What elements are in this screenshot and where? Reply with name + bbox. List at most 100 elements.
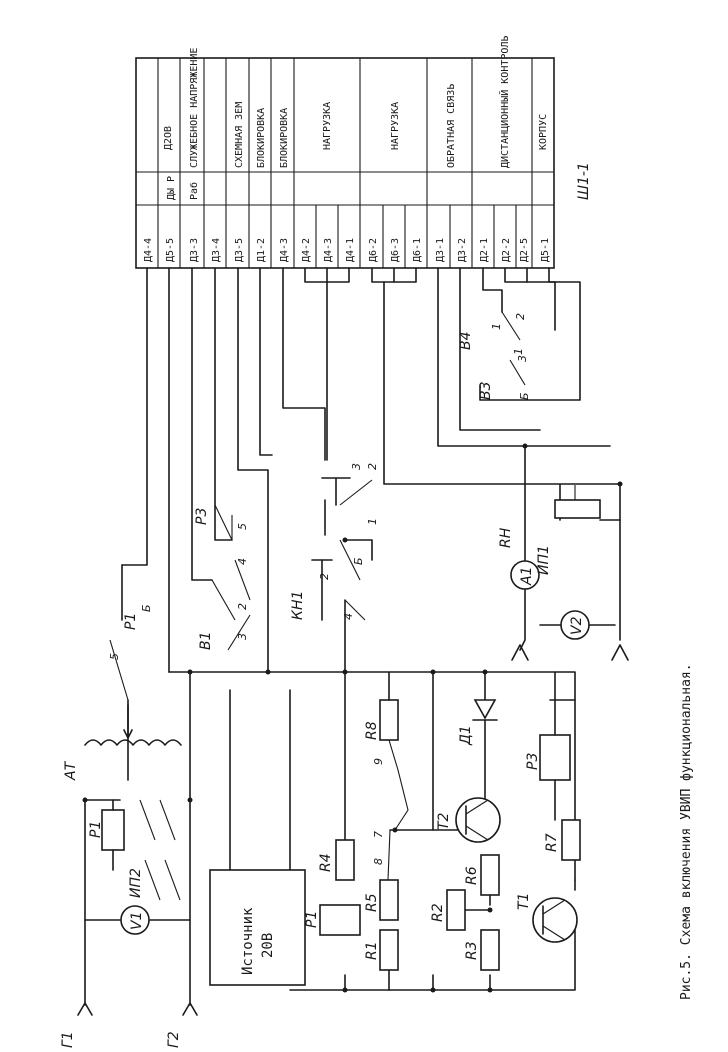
pin-d2-5: Д2-5	[519, 238, 530, 262]
ammeter-a1: А1 RН ИП1	[498, 527, 552, 590]
svg-text:Р3: Р3	[194, 508, 210, 525]
svg-text:8: 8	[372, 858, 385, 865]
pin-d3-3: Д3-3	[189, 238, 200, 262]
switch-b4: В4 1 2 3	[458, 311, 529, 362]
svg-text:АТ: АТ	[63, 760, 79, 781]
resistor-r3: R3	[464, 929, 500, 971]
svg-text:Г1: Г1	[60, 1031, 76, 1048]
svg-text:Б: Б	[518, 392, 531, 400]
svg-text:Р3: Р3	[525, 753, 541, 770]
load-resistor-rh	[554, 485, 601, 519]
svg-text:R2: R2	[430, 903, 446, 922]
voltmeter-v1: V1 ИП2	[84, 868, 191, 935]
autotransformer-at: АТ 5 Р1 Б	[63, 604, 182, 781]
svg-text:Р1: Р1	[88, 821, 104, 838]
pin-d3-4: Д3-4	[211, 238, 222, 262]
switch-b3: В3 Б 1	[478, 348, 531, 400]
label-remote-control: ДИСТАНЦИОННЫЙ КОНТРОЛЬ	[498, 36, 511, 168]
switch-b1: В1 3 2	[198, 559, 251, 651]
wires	[84, 267, 621, 1006]
svg-text:Р1: Р1	[304, 911, 320, 928]
pin-d6-3: Д6-3	[390, 238, 401, 262]
transistor-t1: Т1	[516, 893, 578, 943]
svg-text:2: 2	[236, 603, 249, 610]
svg-text:2: 2	[366, 463, 379, 470]
svg-text:В3: В3	[478, 381, 494, 400]
rh-label: RН	[498, 527, 514, 548]
svg-text:R7: R7	[544, 833, 560, 852]
svg-text:7: 7	[372, 831, 385, 838]
label-feedback: ОБРАТНАЯ СВЯЗЬ	[446, 84, 457, 168]
power-source-20v: Источник 20В	[209, 869, 306, 986]
connector-columns	[157, 58, 533, 268]
svg-text:V1: V1	[129, 912, 145, 930]
connector-table: Д4-4 Д5-5 Д3-3 Д3-4 Д3-5 Д1-2 Д4-3 Д4-2 …	[135, 36, 592, 269]
svg-text:V2: V2	[569, 616, 585, 635]
svg-text:Г2: Г2	[166, 1031, 182, 1048]
pin-d5-1: Д5-1	[540, 238, 551, 262]
pin-d5-5: Д5-5	[165, 238, 176, 262]
figure-caption: Рис.5. Схема включения УВИП функциональн…	[679, 663, 694, 1000]
resistor-r2: R2	[430, 889, 466, 931]
pushbutton-kn1: КН1 2 4 Б	[290, 539, 366, 621]
connector-function-labels: Д2ОВ ДЫ Р Раб СЛУЖЕБНОЕ НАПРЯЖЕНИЕ СХЕМН…	[163, 36, 549, 200]
svg-text:Т1: Т1	[516, 893, 532, 910]
relay-coil-p3: Р3	[525, 671, 571, 821]
svg-text:R8: R8	[364, 721, 380, 740]
svg-text:В4: В4	[458, 331, 474, 350]
pin-d4-3a: Д4-3	[279, 238, 290, 262]
relay-p1: Р1	[88, 799, 181, 901]
svg-text:1: 1	[490, 323, 503, 330]
pin-d3-5: Д3-5	[234, 238, 245, 262]
svg-text:2: 2	[318, 573, 331, 580]
connector-name: Ш1-1	[576, 162, 592, 200]
label-circuit-ground: СХЕМНАЯ ЗЕМ	[234, 102, 245, 168]
svg-text:4: 4	[236, 558, 249, 565]
transistor-t2: Т2	[436, 797, 501, 843]
pin-d4-2: Д4-2	[301, 238, 312, 262]
resistor-r7: R7	[544, 819, 581, 861]
connector-pin-labels: Д4-4 Д5-5 Д3-3 Д3-4 Д3-5 Д1-2 Д4-3 Д4-2 …	[143, 238, 551, 262]
svg-text:R6: R6	[464, 866, 480, 885]
svg-text:R5: R5	[364, 893, 380, 912]
terminal-v2-right	[611, 644, 629, 661]
label-dyr: ДЫ Р	[166, 176, 177, 200]
svg-text:Т2: Т2	[436, 812, 452, 830]
pin-d2-1: Д2-1	[479, 238, 490, 262]
pin-d4-1: Д4-1	[345, 238, 356, 262]
pin-d4-3b: Д4-3	[323, 238, 334, 262]
label-lock-2: БЛОКИРОВКА	[279, 108, 290, 168]
resistor-r1: R1	[364, 929, 399, 991]
pin-d2-2: Д2-2	[501, 238, 512, 262]
terminal-g2: Г2	[166, 1002, 198, 1048]
pin-d3-1: Д3-1	[435, 238, 446, 262]
svg-text:КН1: КН1	[290, 591, 306, 620]
diode-d1: Д1	[458, 699, 498, 746]
svg-text:5: 5	[236, 523, 249, 530]
svg-text:1: 1	[512, 348, 525, 355]
svg-text:А1: А1	[519, 567, 535, 586]
svg-text:2: 2	[514, 313, 527, 320]
resistor-r6: R6	[464, 854, 500, 896]
pin-d6-2: Д6-2	[368, 238, 379, 262]
pin-d6-1: Д6-1	[412, 238, 423, 262]
p1-contact-label: Р1	[123, 613, 139, 630]
label-d2ov: Д2ОВ	[163, 126, 174, 150]
label-lock-1: БЛОКИРОВКА	[256, 108, 267, 168]
svg-text:Б: Б	[140, 604, 153, 612]
label-load-2: НАГРУЗКА	[390, 102, 401, 150]
pin-d3-2: Д3-2	[457, 238, 468, 262]
terminal-g1: Г1	[60, 1002, 93, 1048]
svg-text:5: 5	[108, 653, 121, 660]
relay-contact-p3: Р3 5 4	[194, 504, 249, 565]
label-case: КОРПУС	[538, 114, 549, 150]
ip2-label: ИП2	[128, 868, 144, 898]
connector-frame	[135, 57, 555, 269]
svg-text:Д1: Д1	[458, 725, 474, 746]
label-service-voltage: СЛУЖЕБНОЕ НАПРЯЖЕНИЕ	[189, 48, 200, 168]
svg-text:9: 9	[372, 758, 385, 765]
label-rab: Раб	[188, 182, 200, 200]
ip1-label: ИП1	[536, 545, 552, 575]
svg-text:3: 3	[350, 463, 363, 470]
